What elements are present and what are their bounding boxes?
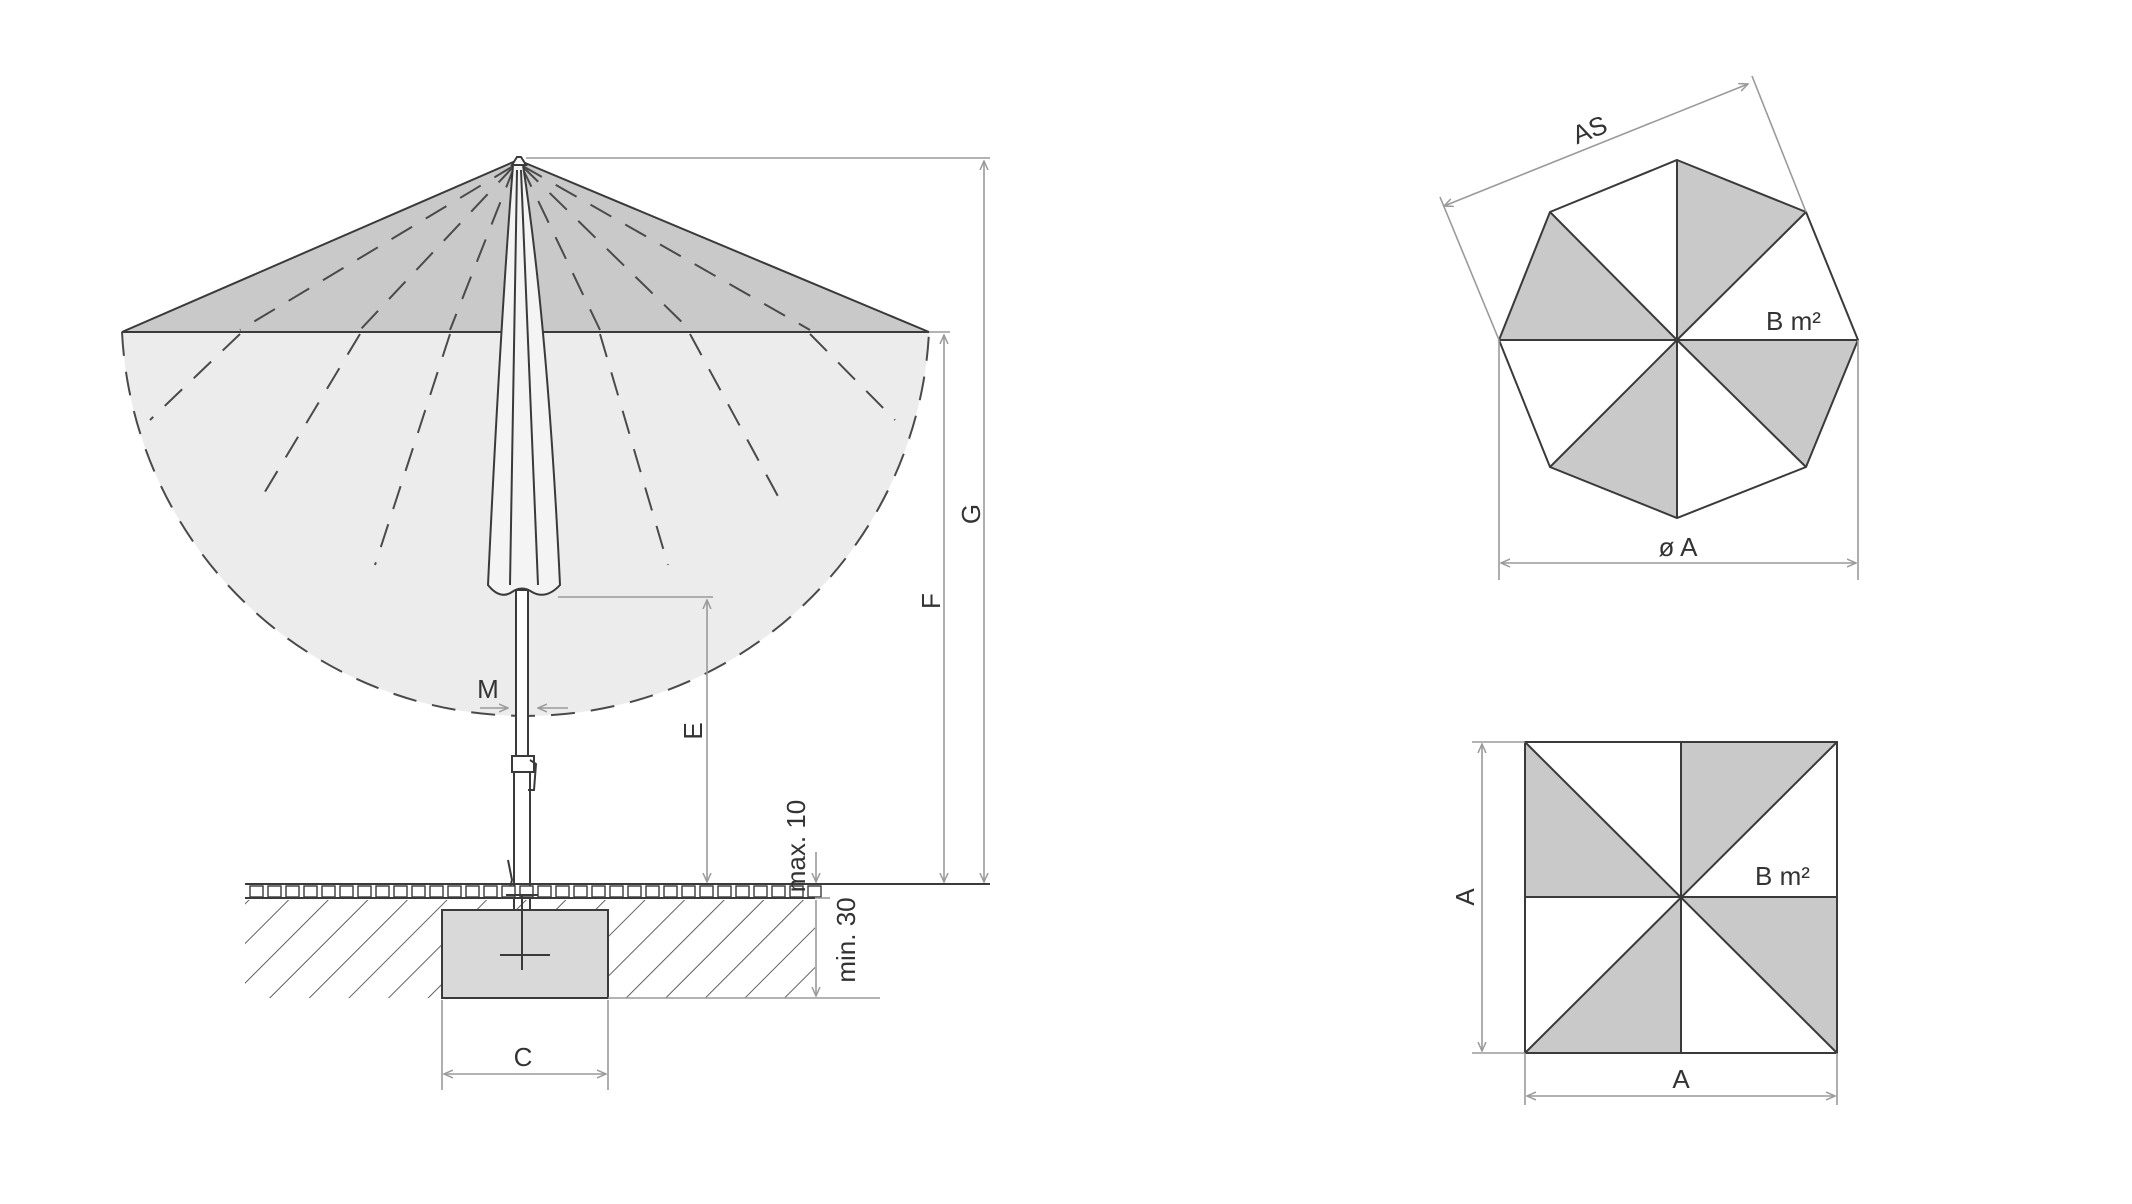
label-E: E [678,722,708,739]
finial [510,156,528,166]
paving-stone [699,885,714,898]
octagon-view: B m² AS ø A [1439,75,1860,580]
dim-square-A-side: A [1450,741,1525,1054]
label-C: C [514,1042,533,1072]
square-view: B m² A A [1450,741,1838,1105]
paving-stone [393,885,408,898]
paving-stone [789,885,804,898]
label-G: G [956,504,986,524]
paving-stone [519,885,534,898]
paving-stone [771,885,786,898]
paving-stone [339,885,354,898]
paving-stone [249,885,264,898]
label-F: F [916,593,946,609]
label-M: M [477,674,499,704]
paving-stone [285,885,300,898]
label-octagon-A: ø A [1658,532,1698,562]
paving-stone [681,885,696,898]
side-view: M E F G max. 10 min. [121,156,990,1090]
dim-octagon-A: ø A [1498,340,1859,580]
paving-stones [249,885,822,898]
square-spokes [1524,741,1838,1054]
paving-stone [501,885,516,898]
paving-stone [447,885,462,898]
paving-stone [321,885,336,898]
paving-stone [375,885,390,898]
label-max10: max. 10 [781,800,811,893]
canopy-ribs-upper [239,164,811,331]
pole [515,589,529,761]
paving-stone [753,885,768,898]
label-square-A-bottom: A [1672,1064,1690,1094]
dim-square-A-bottom: A [1524,1053,1838,1105]
paving-stone [303,885,318,898]
paving-stone [555,885,570,898]
label-AS: AS [1568,109,1611,150]
paving-stone [357,885,372,898]
paving-stone [267,885,282,898]
canopy-ribs-lower [149,333,896,566]
dim-G: G [526,157,990,882]
paving-stone [807,885,822,898]
paving-stone [645,885,660,898]
dim-F: F [916,331,950,882]
octagon-spokes [1499,160,1858,518]
dim-M: M [477,674,568,708]
paving-stone [717,885,732,898]
paving-stone [429,885,444,898]
dim-max10: max. 10 [781,800,830,899]
label-min30: min. 30 [831,897,861,982]
paving-stone [627,885,642,898]
paving-stone [573,885,588,898]
paving-stone [735,885,750,898]
paving-stone [483,885,498,898]
dim-E: E [558,596,713,882]
dim-C: C [441,1000,609,1090]
label-square-B: B m² [1755,861,1810,891]
paving-stone [537,885,552,898]
paving-stone [663,885,678,898]
label-octagon-B: B m² [1766,306,1821,336]
paving-stone [609,885,624,898]
dim-min30: min. 30 [608,897,880,999]
label-square-A-side: A [1450,888,1480,906]
ground-paving [245,883,990,899]
paving-stone [411,885,426,898]
paving-stone [465,885,480,898]
crank [511,755,535,773]
paving-stone [591,885,606,898]
folded-fabric [486,164,562,596]
